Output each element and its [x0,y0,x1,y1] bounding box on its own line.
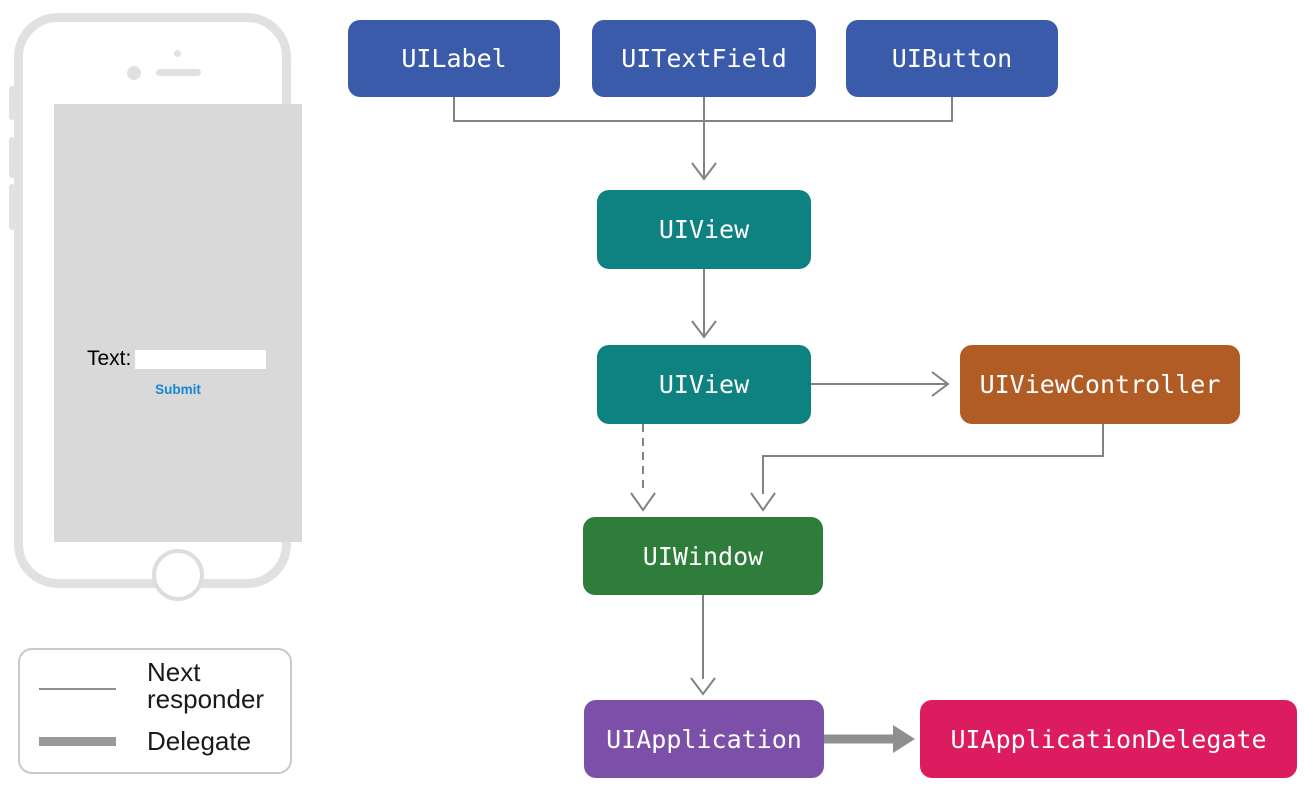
node-uiviewcontroller-label: UIViewController [979,370,1221,399]
node-uibutton-label: UIButton [891,44,1013,73]
node-uitextfield: UITextField [592,20,816,97]
arrowhead-down-rootview [691,320,717,339]
node-uilabel: UILabel [348,20,560,97]
arrowhead-down-application [690,677,716,696]
arrowhead-down-window-dashed [630,492,656,512]
node-uibutton: UIButton [846,20,1058,97]
node-uiwindow: UIWindow [583,517,823,595]
arrowhead-down-uiview [691,162,717,181]
edge-controls-bus [453,97,953,122]
node-uiview-subview-label: UIView [658,215,750,244]
edge-viewcontroller-to-window [762,424,1104,494]
submit-button[interactable]: Submit [54,381,302,398]
legend-delegate-label: Delegate [147,726,252,756]
legend-box: Next responder Delegate [18,648,292,774]
proximity-sensor-dot [174,50,181,57]
node-uiview-root-label: UIView [658,370,750,399]
next-responder-line-sample [39,688,116,690]
node-uilabel-label: UILabel [401,44,507,73]
earpiece-speaker [156,69,201,76]
node-uiview-root: UIView [597,345,811,424]
delegate-arrowhead [893,725,915,753]
arrowhead-down-window [750,492,776,512]
edge-application-to-delegate [824,725,915,753]
arrowhead-right-viewcontroller [931,371,950,397]
phone-screen: Text: Submit [54,104,302,542]
node-uiapplicationdelegate-label: UIApplicationDelegate [950,724,1267,754]
node-uitextfield-label: UITextField [621,44,787,73]
front-camera-icon [127,66,141,80]
mute-switch [9,86,15,120]
delegate-line-sample [39,737,116,746]
node-uiviewcontroller: UIViewController [960,345,1240,424]
phone-body: Text: Submit [14,13,302,601]
volume-down-button [9,184,15,230]
text-field-label: Text: [87,347,132,370]
node-uiview-subview: UIView [597,190,811,269]
node-uiapplication: UIApplication [584,700,824,778]
home-button[interactable] [152,549,204,601]
volume-up-button [9,137,15,178]
legend-next-responder-label: Next responder [147,657,265,714]
node-uiapplicationdelegate: UIApplicationDelegate [920,700,1297,778]
node-uiapplication-label: UIApplication [606,724,802,754]
node-uiwindow-label: UIWindow [642,541,764,571]
text-input[interactable] [135,350,266,369]
